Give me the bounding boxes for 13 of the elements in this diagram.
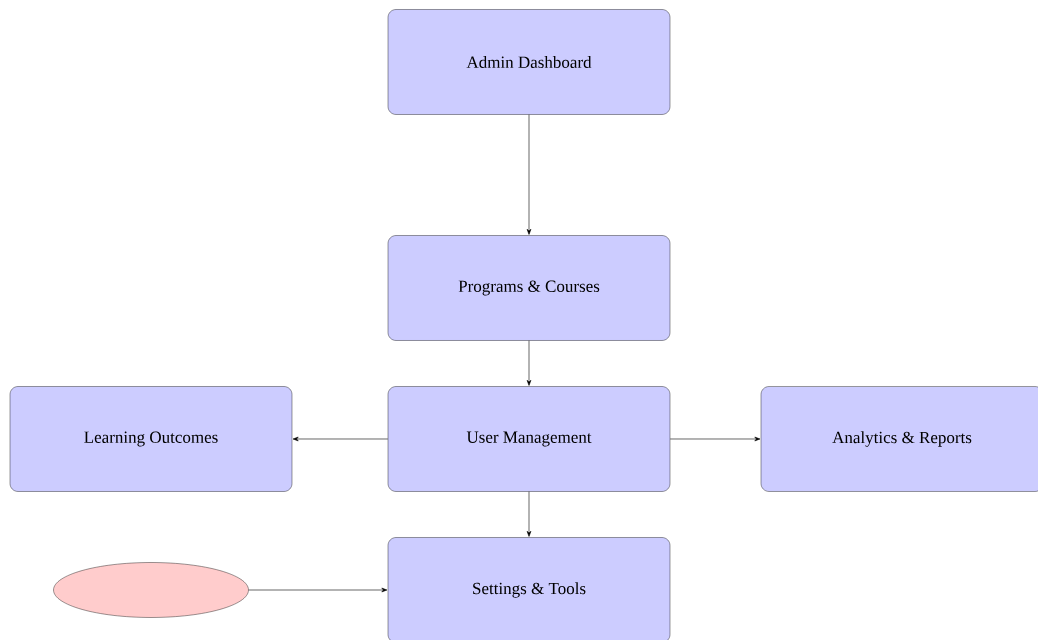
process-box: Analytics & Reports <box>760 386 1038 492</box>
arrow <box>292 436 389 442</box>
arrow <box>526 340 532 386</box>
arrow <box>248 587 388 593</box>
ellipse-node <box>53 562 249 618</box>
process-box: Learning Outcomes <box>9 386 293 492</box>
process-box: Admin Dashboard <box>387 9 671 115</box>
arrow <box>669 436 761 442</box>
process-box: User Management <box>387 386 671 492</box>
arrow <box>526 114 532 235</box>
arrow <box>526 491 532 537</box>
process-box: Programs & Courses <box>387 235 671 341</box>
process-box: Settings & Tools <box>387 537 671 640</box>
